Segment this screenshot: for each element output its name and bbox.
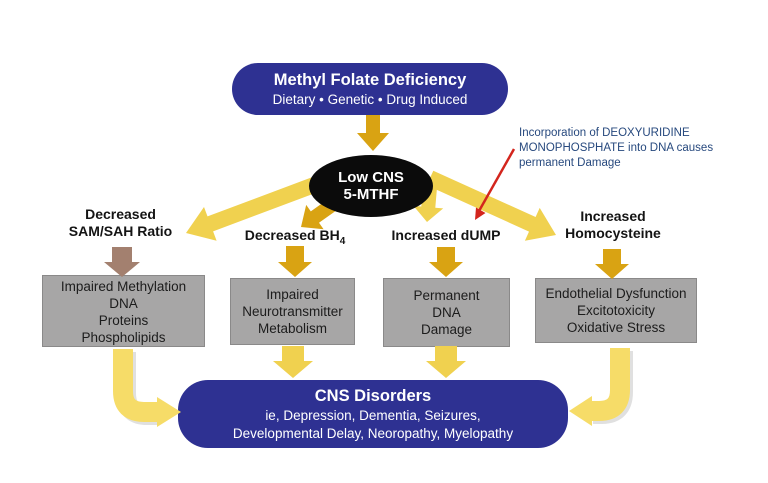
branch-label-bh4-subscript: 4 — [339, 235, 346, 247]
cns-title: CNS Disorders — [314, 387, 432, 405]
annotation-arrow-red-head-icon — [475, 207, 486, 220]
box-neurotransmitter: Impaired Neurotransmitter Metabolism — [230, 278, 355, 345]
branch-label-dump: Increased dUMP — [379, 227, 513, 244]
box-neurotransmitter-line1: Impaired — [266, 287, 319, 302]
box-endothelial: Endothelial Dysfunction Excitotoxicity O… — [535, 278, 697, 343]
arrow-homocysteine-to-box-icon — [595, 249, 629, 279]
branch-label-homocysteine-line2: Homocysteine — [565, 225, 661, 241]
branch-label-dump-text: Increased dUMP — [391, 227, 501, 243]
cns-line1: ie, Depression, Dementia, Seizures, — [265, 408, 481, 423]
annotation-line3: permanent Damage — [519, 157, 621, 169]
cns-line2: Developmental Delay, Neoropathy, Myelopa… — [232, 425, 514, 441]
branch-label-homocysteine-line1: Increased — [580, 208, 646, 224]
arrow-box3-to-cns-icon — [426, 346, 466, 378]
box-neurotransmitter-line3: Metabolism — [257, 321, 328, 336]
arrow-elbow-left-icon — [113, 349, 158, 422]
box-methylation-line3: Proteins — [98, 313, 149, 328]
box-methylation-line1: Impaired Methylation — [60, 279, 187, 294]
arrow-title-to-hub-icon — [357, 114, 389, 151]
box-endothelial-line3: Oxidative Stress — [566, 320, 666, 335]
box-endothelial-line1: Endothelial Dysfunction — [545, 286, 687, 301]
hub-line2: 5-MTHF — [343, 186, 399, 203]
box-dna-damage-line1: Permanent — [413, 288, 480, 303]
arrow-elbow-right-shadow — [593, 351, 633, 424]
arrow-box2-to-cns-icon — [273, 346, 313, 378]
box-methylation-line2: DNA — [109, 296, 138, 311]
annotation-note: Incorporation of DEOXYURIDINE MONOPHOSPH… — [519, 126, 734, 171]
branch-label-homocysteine: Increased Homocysteine — [543, 208, 683, 242]
annotation-line1: Incorporation of DEOXYURIDINE — [519, 127, 690, 139]
box-dna-damage-line2: DNA — [432, 305, 461, 320]
arrow-dump-to-box-icon — [429, 247, 463, 277]
hub-line1: Low CNS — [338, 169, 404, 186]
branch-label-bh4: Decreased BH4 — [228, 227, 362, 250]
header-box: Methyl Folate Deficiency Dietary • Genet… — [232, 63, 508, 115]
box-neurotransmitter-line2: Neurotransmitter — [242, 304, 343, 319]
box-methylation-line4: Phospholipids — [81, 330, 166, 345]
box-endothelial-line2: Excitotoxicity — [576, 303, 656, 318]
arrow-elbow-left-shadow — [116, 352, 160, 425]
branch-label-bh4-text: Decreased BH — [244, 227, 340, 243]
hub-ellipse: Low CNS 5-MTHF — [309, 155, 433, 217]
arrow-elbow-right-icon — [591, 348, 630, 421]
box-dna-damage-line3: Damage — [420, 322, 473, 337]
branch-label-samsah-line1: Decreased — [85, 206, 156, 222]
arrow-elbow-right-head-icon — [569, 396, 592, 426]
arrow-bh4-to-box-icon — [278, 246, 312, 277]
arrow-samsah-to-box-icon — [104, 247, 140, 277]
box-methylation: Impaired Methylation DNA Proteins Phosph… — [42, 275, 205, 347]
header-subtitle: Dietary • Genetic • Drug Induced — [272, 92, 468, 107]
annotation-arrow-red-icon — [477, 148, 516, 212]
branch-label-samsah: Decreased SAM/SAH Ratio — [48, 206, 193, 240]
box-dna-damage: Permanent DNA Damage — [383, 278, 510, 347]
annotation-line2: MONOPHOSPHATE into DNA causes — [519, 142, 714, 154]
branch-label-samsah-line2: SAM/SAH Ratio — [68, 223, 173, 239]
header-title: Methyl Folate Deficiency — [273, 71, 467, 89]
cns-box: CNS Disorders ie, Depression, Dementia, … — [178, 380, 568, 448]
